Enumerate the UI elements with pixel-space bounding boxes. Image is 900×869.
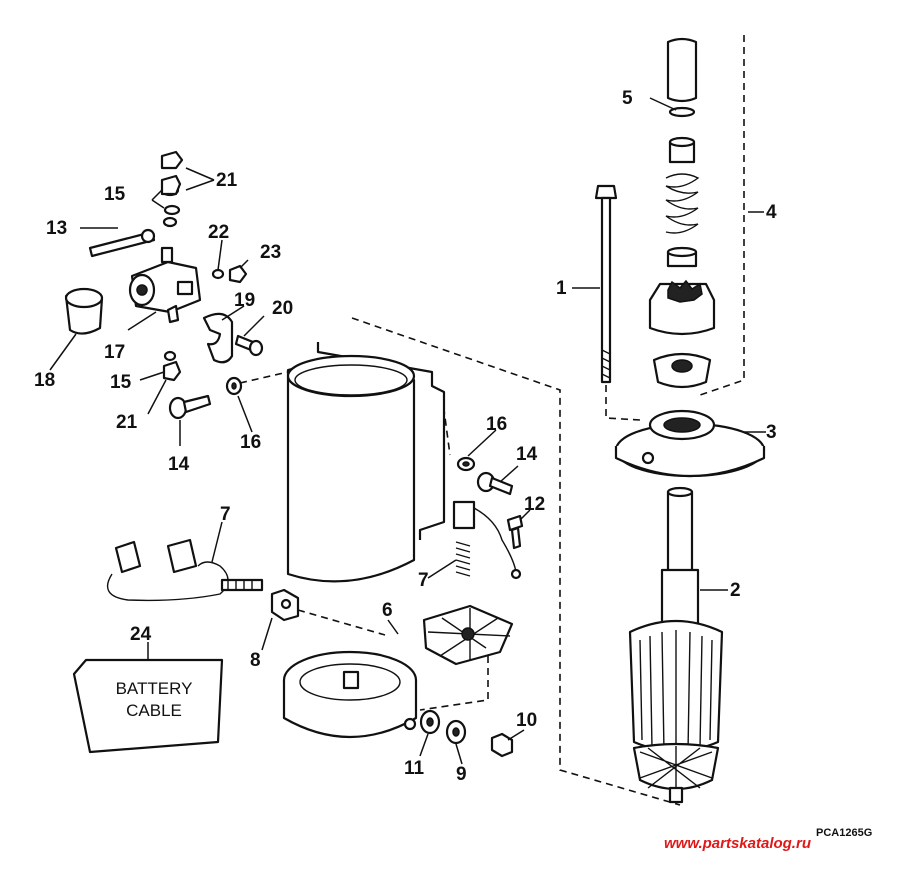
callout-15-lower: 15 xyxy=(110,372,132,393)
watermark: www.partskatalog.ru xyxy=(664,835,811,852)
callout-10: 10 xyxy=(516,710,537,731)
callout-16-right: 16 xyxy=(486,414,507,435)
callout-8: 8 xyxy=(250,650,261,671)
callout-4: 4 xyxy=(766,202,777,223)
callout-14-left: 14 xyxy=(168,454,190,475)
battery-box-line1: BATTERY xyxy=(116,679,193,698)
callout-15-top: 15 xyxy=(104,184,126,205)
callout-9: 9 xyxy=(456,764,467,785)
callout-23: 23 xyxy=(260,242,281,263)
washers-and-nut xyxy=(419,709,514,758)
callout-20: 20 xyxy=(272,298,293,319)
leader-lines xyxy=(49,97,766,765)
battery-cable-box: BATTERY CABLE xyxy=(72,658,224,754)
callout-1: 1 xyxy=(556,278,567,299)
callout-21-top: 21 xyxy=(216,170,238,191)
callout-6: 6 xyxy=(382,600,393,621)
armature xyxy=(628,486,724,804)
callout-18: 18 xyxy=(34,370,55,391)
callout-3: 3 xyxy=(766,422,777,443)
drawing-code: PCA1265G xyxy=(816,827,872,839)
callout-16-left: 16 xyxy=(240,432,261,453)
callout-11: 11 xyxy=(404,758,425,779)
callout-17: 17 xyxy=(104,342,125,363)
callout-22: 22 xyxy=(208,222,229,243)
through-bolt xyxy=(594,184,618,384)
callout-13: 13 xyxy=(46,218,67,239)
drive-assembly xyxy=(648,37,716,389)
callout-7-left: 7 xyxy=(220,504,231,525)
screws-right xyxy=(456,456,524,550)
solenoid-assembly xyxy=(64,150,264,420)
callout-24: 24 xyxy=(130,624,152,645)
brush-with-lead xyxy=(452,500,522,580)
end-cap xyxy=(614,409,766,478)
commutator-end-head xyxy=(282,650,418,738)
brush-set-left xyxy=(106,538,264,602)
callout-14-right: 14 xyxy=(516,444,538,465)
callout-7-right: 7 xyxy=(418,570,429,591)
callout-numbers: 1 2 3 4 5 6 7 7 8 9 10 11 12 13 14 14 15… xyxy=(34,88,777,785)
battery-box-line2: CABLE xyxy=(126,701,182,720)
motor-frame xyxy=(286,342,446,583)
callout-2: 2 xyxy=(730,580,741,601)
callout-19: 19 xyxy=(234,290,255,311)
callout-12: 12 xyxy=(524,494,545,515)
terminal-bracket xyxy=(270,588,300,622)
callout-5: 5 xyxy=(622,88,633,109)
brush-plate xyxy=(422,604,514,666)
callout-21-lower: 21 xyxy=(116,412,138,433)
